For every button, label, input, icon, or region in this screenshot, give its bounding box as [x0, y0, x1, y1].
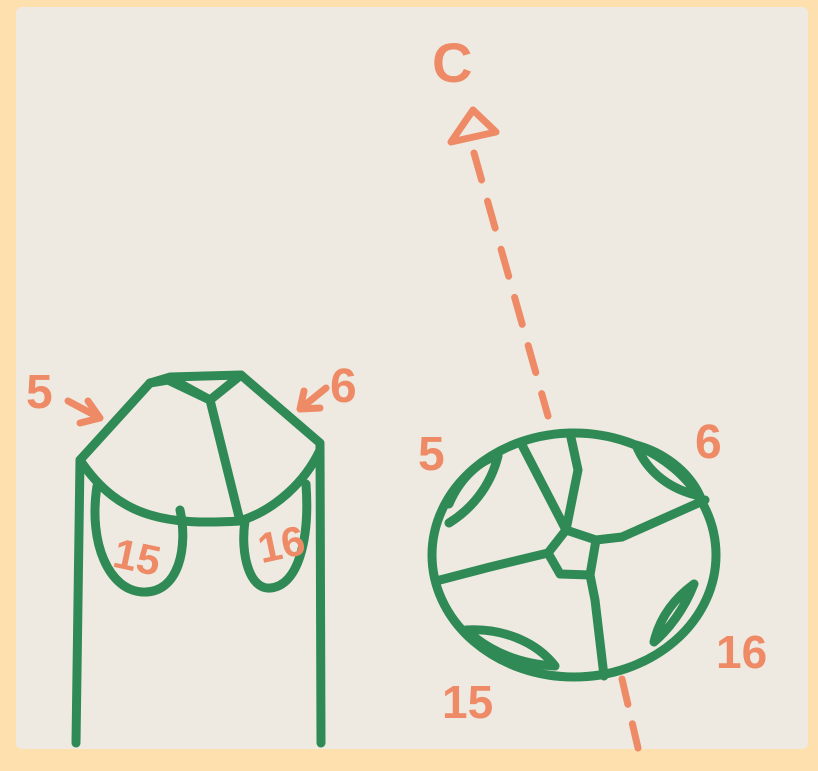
right-label-6: 6 — [695, 416, 722, 469]
right-figure-spoke-lower — [590, 575, 604, 676]
right-label-5: 5 — [418, 428, 445, 481]
right-figure-spoke-upper-left — [522, 445, 566, 530]
axis-dashed-line-bottom — [622, 679, 638, 748]
right-label-16: 16 — [716, 626, 767, 678]
right-figure-pocket-5 — [449, 456, 498, 523]
left-arrow-5-icon — [68, 401, 100, 423]
left-figure-top-edge — [170, 378, 210, 400]
left-label-6: 6 — [330, 360, 357, 413]
left-figure-rim — [80, 450, 320, 522]
right-figure-spoke-top — [566, 433, 578, 530]
left-label-15: 15 — [109, 529, 164, 585]
right-figure-center-square — [548, 530, 596, 575]
right-figure — [432, 433, 716, 677]
left-label-5: 5 — [26, 366, 53, 419]
right-label-15: 15 — [442, 676, 493, 728]
right-figure-spoke-left — [440, 553, 548, 580]
right-figure-spoke-upper-right — [596, 500, 705, 540]
axis-dashed-line-top — [474, 153, 548, 416]
axis-label: C — [432, 31, 472, 94]
triangle-icon — [451, 110, 496, 142]
left-figure-front-edge — [210, 400, 240, 521]
left-arrow-6-icon — [300, 388, 326, 409]
left-label-16: 16 — [254, 516, 309, 572]
